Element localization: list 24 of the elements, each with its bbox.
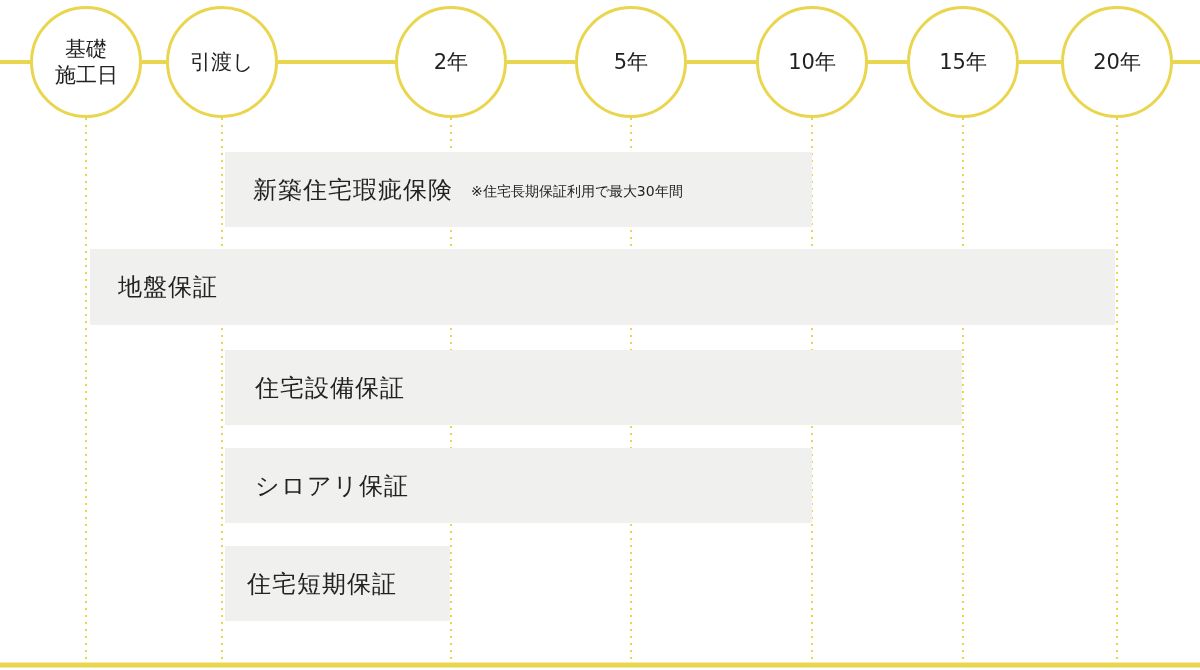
timeline-line (1019, 60, 1061, 64)
marker-label: 15年 (939, 48, 987, 76)
marker-label: 10年 (788, 48, 836, 76)
marker-label: 2年 (433, 48, 469, 76)
timeline-line (687, 60, 756, 64)
coverage-bar (225, 350, 962, 425)
timeline-line (142, 60, 166, 64)
timeline-line (507, 60, 575, 64)
coverage-label: 地盤保証 (118, 272, 218, 303)
coverage-bar (90, 249, 1115, 325)
marker-label: 引渡し (190, 48, 254, 76)
coverage-label: 新築住宅瑕疵保険 (253, 174, 453, 206)
coverage-label: シロアリ保証 (255, 470, 409, 502)
timeline-line (278, 60, 395, 64)
note-text: ※住宅長期保証利用で最大30年間 (471, 182, 683, 201)
coverage-bar (225, 152, 812, 227)
coverage-label: 住宅設備保証 (255, 372, 405, 404)
coverage-bar (225, 546, 450, 621)
coverage-bar (225, 448, 812, 523)
marker-label: 5年 (613, 48, 649, 76)
marker-label: 基礎施工日 (54, 35, 118, 89)
timeline-line (868, 60, 907, 64)
coverage-label: 住宅短期保証 (247, 568, 397, 600)
marker-label: 20年 (1093, 48, 1141, 76)
